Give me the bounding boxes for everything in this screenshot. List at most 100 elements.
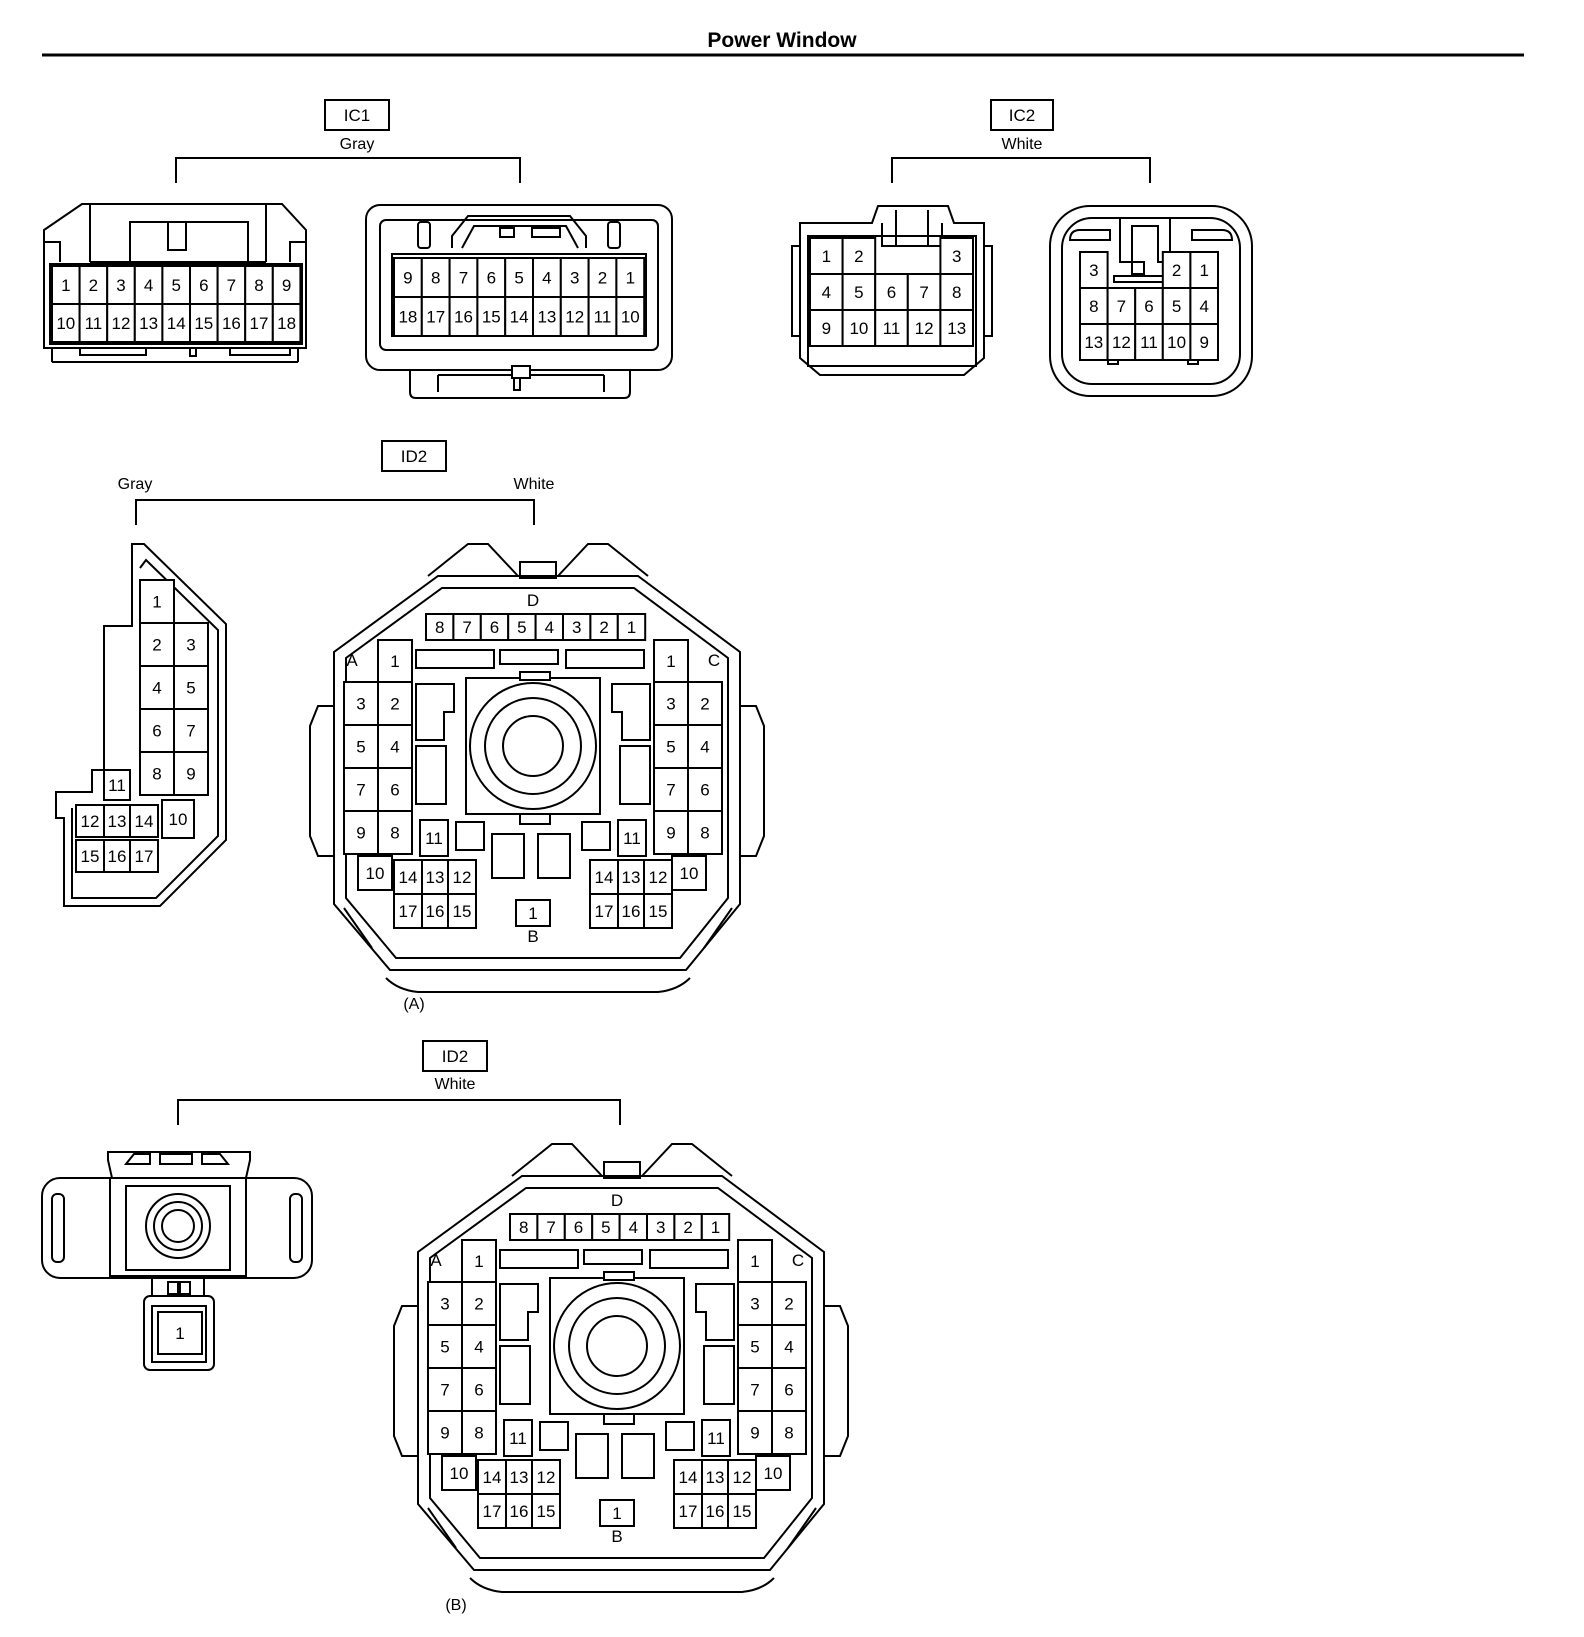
- ic2-left-pin: 11: [874, 309, 909, 347]
- pin-number: 1: [627, 618, 636, 637]
- pin-number: 8: [474, 1424, 483, 1443]
- pin-number: 6: [490, 618, 499, 637]
- pin-cell: [939, 309, 975, 347]
- d-pin: 7: [536, 1213, 566, 1241]
- a-pin: 2: [377, 681, 413, 726]
- pin-number: 7: [186, 722, 195, 741]
- a-pin: 3: [427, 1281, 463, 1326]
- pin-cell: [106, 303, 136, 343]
- pin-number: 5: [601, 1218, 610, 1237]
- ic1-left-pin: 6: [189, 265, 219, 305]
- pin-number: 1: [612, 1504, 621, 1523]
- pin-number: 7: [227, 276, 236, 295]
- a-pin: 16: [505, 1493, 533, 1529]
- pin-number: 1: [822, 247, 831, 266]
- ic1-bracket: [175, 157, 521, 183]
- pin-number: 6: [1144, 297, 1153, 316]
- pin-cell: [509, 1213, 539, 1241]
- id2a-id-box: [381, 440, 447, 472]
- c-pin: 5: [737, 1324, 773, 1369]
- ic1-right-pin: 4: [532, 257, 562, 298]
- pin-number: 5: [440, 1338, 449, 1357]
- c-pin: 2: [771, 1281, 807, 1326]
- c-pin: 13: [617, 859, 645, 895]
- pin-number: 16: [426, 902, 445, 921]
- id2b-small-connector: 1: [41, 1151, 313, 1371]
- pin-number: 3: [440, 1295, 449, 1314]
- id2b-id-label: ID2: [442, 1047, 468, 1066]
- pin-number: 1: [390, 652, 399, 671]
- pin-cell: [244, 303, 274, 343]
- id2b-bracket: [177, 1099, 621, 1125]
- pin-number: 11: [108, 776, 126, 795]
- d-pin: 4: [534, 613, 564, 641]
- c-pin: 12: [643, 859, 673, 895]
- pin-number: 14: [679, 1468, 698, 1487]
- pin-number: 10: [56, 314, 75, 333]
- pin-cell: [687, 724, 723, 769]
- pin-cell: [157, 1311, 203, 1355]
- pin-number: 1: [626, 269, 635, 288]
- section-label: D: [527, 591, 539, 610]
- pin-number: 13: [622, 868, 641, 887]
- pin-cell: [139, 708, 175, 753]
- pin-number: 14: [167, 314, 186, 333]
- id2a-gray-pin: 4: [139, 665, 175, 710]
- pin-number: 1: [528, 904, 537, 923]
- pin-cell: [673, 1493, 703, 1529]
- id2a-gray-pin: 14: [129, 804, 159, 838]
- b-pin: 1: [515, 899, 551, 927]
- a-pin: 9: [343, 810, 379, 855]
- section-label: B: [611, 1527, 622, 1546]
- pin-cell: [173, 708, 209, 753]
- pin-number: 13: [510, 1468, 529, 1487]
- c-pin: 9: [737, 1410, 773, 1455]
- pin-number: 11: [509, 1429, 527, 1448]
- a-pin: 7: [427, 1367, 463, 1412]
- pin-cell: [505, 1493, 533, 1529]
- id2a-gray-pin: 11: [103, 769, 131, 801]
- pin-number: 2: [854, 247, 863, 266]
- ic1-color-label: Gray: [340, 136, 375, 153]
- a-pin: 17: [393, 893, 423, 929]
- pin-number: 1: [750, 1252, 759, 1271]
- pin-cell: [425, 613, 455, 641]
- pin-number: 14: [595, 868, 614, 887]
- pin-number: 12: [649, 868, 668, 887]
- pin-number: 3: [570, 269, 579, 288]
- pin-number: 2: [683, 1218, 692, 1237]
- id2b-caption: (B): [445, 1597, 466, 1614]
- id2a-gray-label: Gray: [118, 476, 153, 493]
- pin-cell: [271, 303, 302, 343]
- id2a-gray-pin: 6: [139, 708, 175, 753]
- a-pin: 9: [427, 1410, 463, 1455]
- pin-cell: [615, 257, 646, 298]
- pin-number: 10: [450, 1464, 469, 1483]
- ic2-left-pin: 6: [874, 273, 909, 311]
- id2a-white-label: White: [514, 476, 555, 493]
- a-pin: 16: [421, 893, 449, 929]
- d-pin: 7: [452, 613, 482, 641]
- pin-number: 16: [454, 308, 473, 327]
- pin-cell: [809, 309, 844, 347]
- pin-cell: [671, 855, 707, 891]
- pin-number: 8: [784, 1424, 793, 1443]
- ic1-right-pin: 2: [587, 257, 618, 298]
- pin-cell: [939, 237, 975, 275]
- c-pin: 2: [687, 681, 723, 726]
- pin-number: 15: [482, 308, 501, 327]
- a-pin: 2: [461, 1281, 497, 1326]
- ic2-group: IC2 White: [891, 99, 1151, 183]
- ic1-right-pin: 1: [615, 257, 646, 298]
- pin-number: 7: [462, 618, 471, 637]
- pin-number: 4: [542, 269, 551, 288]
- c-pin: 11: [701, 1419, 731, 1457]
- ic1-right-pin: 18: [393, 296, 423, 337]
- pin-cell: [343, 681, 379, 726]
- pin-number: 7: [356, 781, 365, 800]
- a-pin: 17: [477, 1493, 507, 1529]
- pin-cell: [427, 1281, 463, 1326]
- pin-number: 7: [546, 1218, 555, 1237]
- ic2-right-pin: 6: [1134, 287, 1164, 325]
